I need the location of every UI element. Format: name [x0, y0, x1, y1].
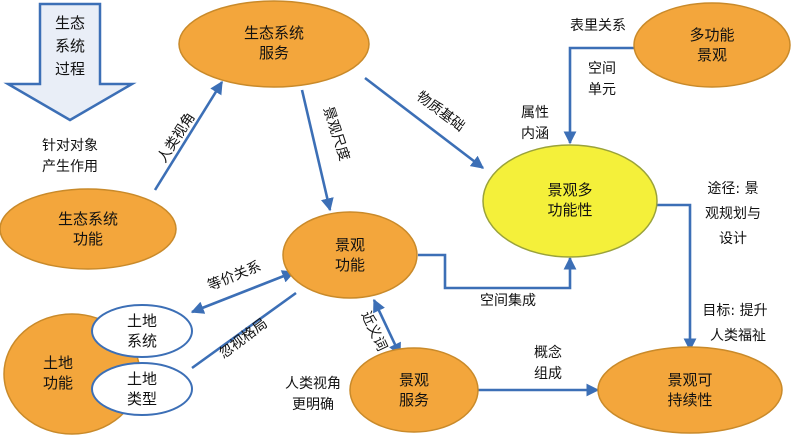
node-landscape-multifunctionality: 景观多 功能性 [482, 144, 658, 258]
label-spatial-unit-1: 空间 [588, 61, 616, 77]
ecosystem-process-arrow: 生态 系统 过程 [3, 2, 137, 122]
label-material-basis: 物质基础 [413, 88, 468, 135]
node-label: 类型 [127, 390, 157, 408]
node-label: 景观 [399, 371, 429, 389]
node-label: 景观 [697, 46, 727, 64]
node-landscape-functions: 景观 功能 [282, 211, 418, 299]
node-label: 功能 [335, 256, 365, 274]
node-label: 土地 [43, 354, 73, 372]
node-label: 功能 [73, 230, 103, 248]
label-concept-1: 概念 [534, 344, 562, 361]
node-label: 土地 [127, 312, 157, 330]
node-ecosystem-services: 生态系统 服务 [178, 0, 370, 88]
label-act-on-object-1: 针对对象 [42, 138, 98, 154]
edge-functions-to-services [153, 80, 224, 191]
label-landscape-scale: 景观尺度 [320, 105, 353, 163]
label-spatial-unit-2: 单元 [588, 82, 616, 98]
label-attribute-1: 属性 [521, 105, 549, 121]
node-land-system: 土地 系统 [91, 304, 193, 358]
process-line-2: 系统 [55, 37, 85, 55]
label-surface-inner: 表里关系 [570, 18, 626, 34]
label-attribute-2: 内涵 [521, 126, 549, 142]
node-landscape-services: 景观 服务 [349, 347, 479, 433]
label-goal-2: 人类福祉 [710, 328, 766, 344]
edges [153, 46, 697, 397]
node-label: 景观多 [547, 181, 592, 199]
node-label: 服务 [399, 391, 429, 409]
node-label: 生态系统 [244, 24, 304, 42]
node-label: 景观 [335, 236, 365, 254]
label-act-on-object-2: 产生作用 [42, 159, 98, 175]
edge-landscape-functions-to-multifunctionality [418, 253, 577, 290]
edge-equivalence [190, 270, 296, 314]
label-path-3: 设计 [719, 231, 747, 247]
node-label: 土地 [127, 370, 157, 388]
node-multifunctional-landscape: 多功能 景观 [633, 2, 791, 88]
node-land-type: 土地 类型 [91, 362, 193, 416]
edge-services-to-landscape-functions [300, 89, 334, 212]
process-line-3: 过程 [55, 60, 85, 78]
label-goal-1: 目标: 提升 [702, 303, 767, 319]
edge-ignore-pattern [191, 291, 297, 370]
node-label: 景观可 [667, 371, 712, 389]
node-ecosystem-functions: 生态系统 功能 [0, 188, 177, 270]
edge-synonym [372, 298, 402, 357]
node-label: 持续性 [667, 391, 712, 409]
process-line-1: 生态 [55, 14, 85, 32]
label-spatial-integration: 空间集成 [480, 292, 536, 309]
node-label: 功能 [43, 374, 73, 392]
edge-services-to-multifunctionality [364, 76, 485, 170]
node-label: 系统 [127, 332, 157, 350]
label-concept-2: 组成 [534, 366, 562, 382]
label-path-1: 途径: 景 [707, 180, 758, 197]
label-human-perspective-clearer-2: 更明确 [292, 397, 334, 413]
label-ignore-pattern: 忽视格局 [216, 316, 270, 362]
node-label: 多功能 [689, 26, 734, 44]
label-path-2: 观规划与 [705, 206, 761, 222]
node-landscape-sustainability: 景观可 持续性 [597, 346, 783, 434]
node-label: 功能性 [547, 201, 592, 219]
node-label: 服务 [259, 44, 289, 62]
node-label: 生态系统 [58, 210, 118, 228]
label-human-perspective-clearer-1: 人类视角 [285, 376, 341, 392]
edge-multifunctionality-to-sustainability [655, 203, 697, 352]
label-synonym: 近义词 [357, 309, 389, 354]
edge-multifunctional-to-multifunctionality [563, 46, 634, 145]
